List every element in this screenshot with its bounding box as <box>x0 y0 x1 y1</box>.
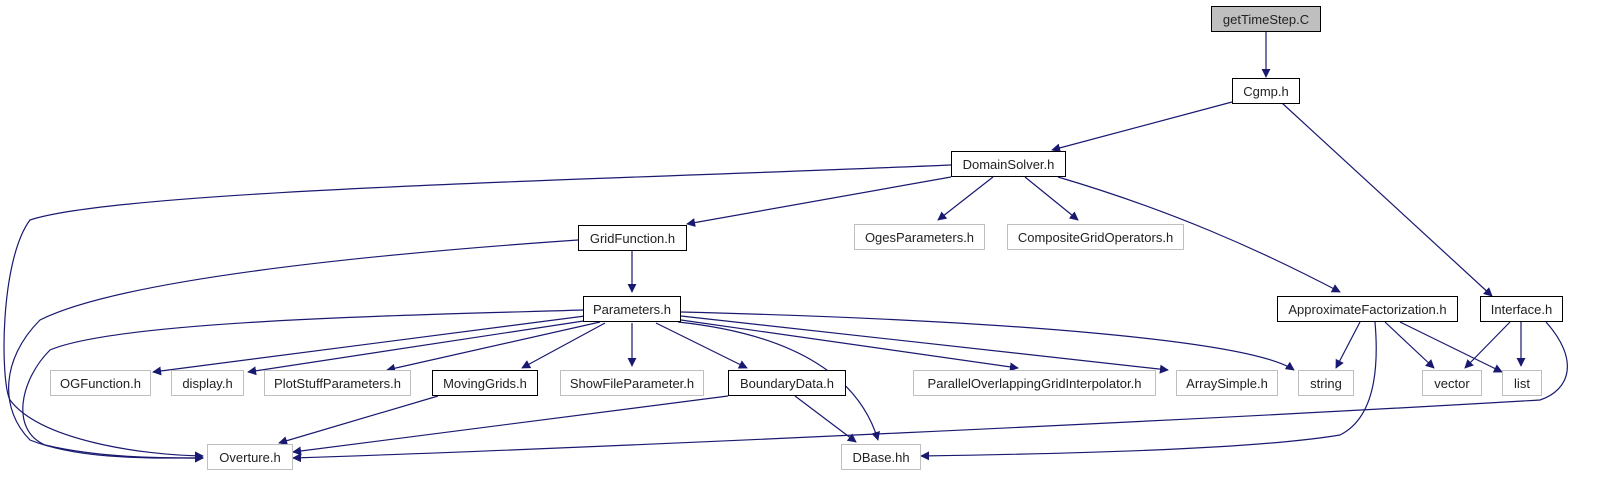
node-overture-h: Overture.h <box>207 444 293 470</box>
node-list: list <box>1502 370 1542 396</box>
edge-parameters-display <box>247 319 591 376</box>
node-boundarydata-h[interactable]: BoundaryData.h <box>728 370 846 396</box>
edge-boundarydata-overture <box>292 395 729 456</box>
edge-approximatefactorization-list <box>1399 321 1503 373</box>
node-ogfunction-h: OGFunction.h <box>50 370 151 396</box>
node-showfileparameter-h: ShowFileParameter.h <box>560 370 704 396</box>
edge-domainsolver-gridfunction <box>686 176 952 228</box>
edge-parameters-plotstuffparameters <box>386 321 601 373</box>
node-paralleloverlappinggridinterpolator-h: ParallelOverlappingGridInterpolator.h <box>913 370 1156 396</box>
edge-domainsolver-approximatefactorization <box>1057 176 1341 293</box>
edge-boundarydata-dbase <box>794 395 857 443</box>
edge-domainsolver-overture <box>3 164 952 461</box>
edge-parameters-movinggrids <box>521 322 606 369</box>
edge-movinggrids-overture <box>278 395 439 446</box>
node-dbase-hh: DBase.hh <box>841 444 921 470</box>
node-vector: vector <box>1422 370 1482 396</box>
edge-parameters-arraysimple <box>680 315 1169 374</box>
edge-parameters-string <box>680 311 1295 371</box>
edge-approximatefactorization-vector <box>1384 321 1435 369</box>
node-parameters-h[interactable]: Parameters.h <box>583 296 681 322</box>
edge-parameters-boundarydata <box>655 322 748 369</box>
edge-approximatefactorization-dbase <box>920 321 1377 461</box>
node-plotstuffparameters-h: PlotStuffParameters.h <box>264 370 411 396</box>
node-domainsolver-h[interactable]: DomainSolver.h <box>951 151 1066 177</box>
edge-cgmp-interface <box>1281 102 1493 297</box>
edge-approximatefactorization-string <box>1335 321 1361 369</box>
edge-interface-vector <box>1464 321 1511 369</box>
node-display-h: display.h <box>171 370 244 396</box>
edge-domainsolver-ogesparameters <box>937 176 994 221</box>
edge-interface-overture <box>292 321 1568 463</box>
node-gridfunction-h[interactable]: GridFunction.h <box>578 225 687 251</box>
node-approximatefactorization-h[interactable]: ApproximateFactorization.h <box>1277 296 1458 322</box>
node-movinggrids-h[interactable]: MovingGrids.h <box>432 370 538 396</box>
node-gettimestep-c[interactable]: getTimeStep.C <box>1211 6 1321 32</box>
node-arraysimple-h: ArraySimple.h <box>1176 370 1278 396</box>
edge-gridfunction-overture <box>8 239 579 463</box>
node-string: string <box>1298 370 1354 396</box>
node-compositegridoperators-h: CompositeGridOperators.h <box>1007 224 1184 250</box>
edge-parameters-paralleloverlapping <box>680 319 1019 372</box>
edge-cgmp-domainsolver <box>1051 101 1233 153</box>
edge-domainsolver-compositegridoperators <box>1024 176 1079 221</box>
node-ogesparameters-h: OgesParameters.h <box>854 224 985 250</box>
edge-parameters-ogfunction <box>152 315 586 376</box>
edge-parameters-dbase <box>677 321 880 441</box>
node-interface-h[interactable]: Interface.h <box>1480 296 1563 322</box>
edge-parameters-overture <box>22 309 584 463</box>
node-cgmp-h[interactable]: Cgmp.h <box>1232 78 1300 104</box>
